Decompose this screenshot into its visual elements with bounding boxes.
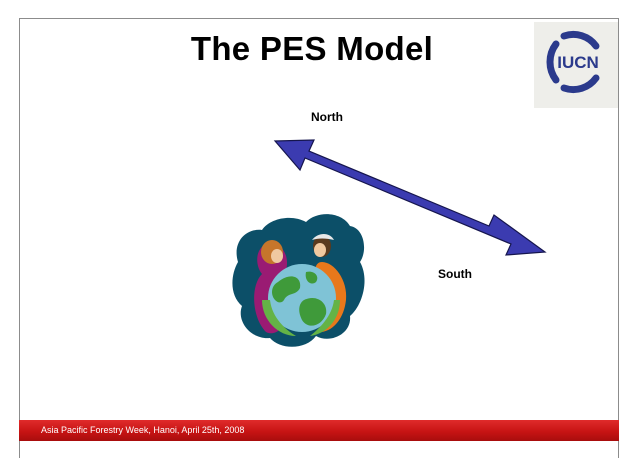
people-around-globe-icon xyxy=(232,214,365,347)
double-headed-arrow-icon xyxy=(273,139,547,256)
north-label: North xyxy=(311,110,343,124)
slide-title: The PES Model xyxy=(190,30,434,67)
iucn-logo-text: IUCN xyxy=(557,53,599,72)
south-label: South xyxy=(438,267,472,281)
iucn-logo: IUCN xyxy=(534,22,618,108)
footer-bar xyxy=(19,420,619,441)
footer-text: Asia Pacific Forestry Week, Hanoi, April… xyxy=(41,425,245,435)
slide-frame xyxy=(19,18,619,458)
iucn-logo-icon: IUCN xyxy=(546,30,600,94)
